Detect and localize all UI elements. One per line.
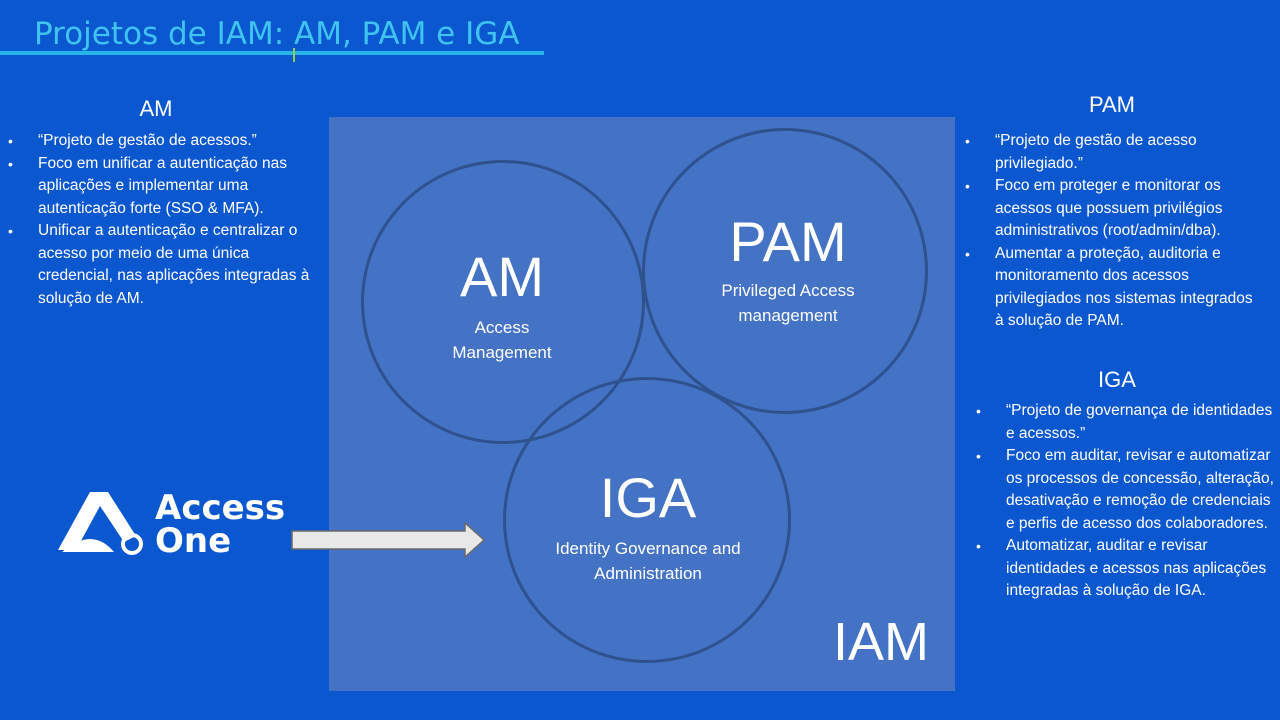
pam-bullet-list: “Projeto de gestão de acesso privilegiad… [963, 130, 1263, 333]
logo-line2: One [155, 521, 232, 561]
am-fullname-line2: Management [452, 343, 552, 362]
am-bullet-list: “Projeto de gestão de acessos.” Foco em … [6, 130, 316, 310]
iga-circle-label: IGA Identity Governance and Administrati… [518, 468, 778, 586]
iga-fullname-line1: Identity Governance and [555, 539, 741, 558]
pam-circle [642, 128, 928, 414]
pam-circle-label: PAM Privileged Access management [673, 212, 903, 328]
iga-abbr: IGA [599, 466, 697, 529]
am-circle-label: AM Access Management [402, 247, 602, 365]
title-underline [0, 51, 544, 55]
pam-bullet: “Projeto de gestão de acesso privilegiad… [963, 130, 1263, 175]
slide-title: Projetos de IAM: AM, PAM e IGA [34, 16, 520, 52]
logo-line1: Access [155, 488, 286, 528]
access-one-logo: Access One [52, 486, 292, 558]
am-bullet: Unificar a autenticação e centralizar o … [6, 220, 316, 310]
am-bullet: Foco em unificar a autenticação nas apli… [6, 153, 316, 221]
iga-bullet: Automatizar, auditar e revisar identidad… [974, 535, 1274, 603]
pam-fullname-line1: Privileged Access [721, 281, 855, 300]
iam-diagram: AM Access Management PAM Privileged Acce… [329, 117, 955, 691]
am-fullname-line1: Access [474, 318, 530, 337]
pam-section-heading: PAM [1088, 92, 1136, 117]
iam-container-label: IAM [832, 612, 929, 672]
am-abbr: AM [460, 245, 544, 308]
arrow-right-icon [291, 521, 486, 559]
iga-bullet-list: “Projeto de governança de identidades e … [974, 400, 1274, 603]
iga-fullname-line2: Administration [594, 564, 702, 583]
title-cursor-mark [293, 48, 295, 62]
pam-fullname-line2: management [738, 306, 838, 325]
iga-bullet: “Projeto de governança de identidades e … [974, 400, 1274, 445]
logo-wordmark: Access One [155, 488, 286, 561]
iga-section-heading: IGA [1098, 367, 1136, 392]
iga-circle [503, 377, 791, 663]
access-one-logo-icon [58, 492, 143, 555]
pam-bullet: Aumentar a proteção, auditoria e monitor… [963, 243, 1263, 333]
pam-abbr: PAM [729, 210, 847, 273]
iga-bullet: Foco em auditar, revisar e automatizar o… [974, 445, 1274, 535]
am-section-heading: AM [139, 96, 173, 121]
am-circle [361, 160, 645, 444]
pam-bullet: Foco em proteger e monitorar os acessos … [963, 175, 1263, 243]
am-bullet: “Projeto de gestão de acessos.” [6, 130, 316, 153]
